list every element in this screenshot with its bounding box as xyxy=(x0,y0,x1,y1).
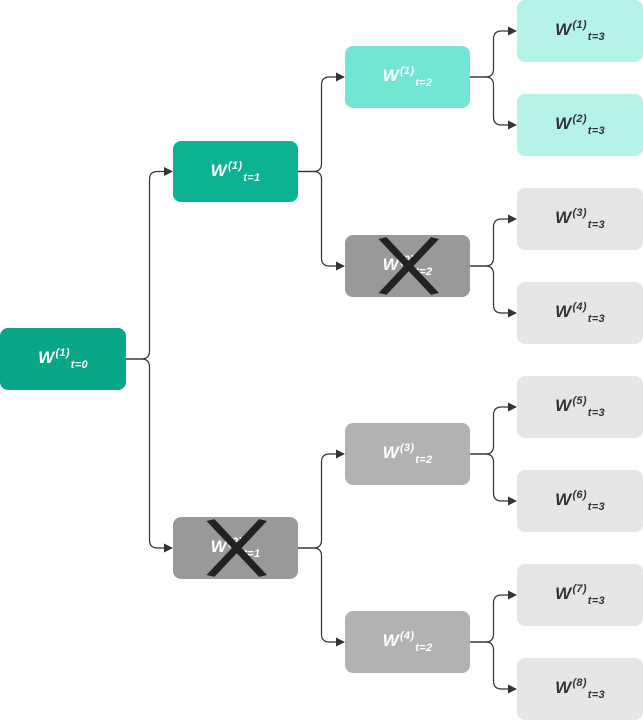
edge-t2_3-to-t3_5 xyxy=(470,402,517,455)
node-t3_6: W(6)t=3 xyxy=(517,470,643,532)
node-t3_3: W(3)t=3 xyxy=(517,188,643,250)
node-label: W(6)t=3 xyxy=(555,489,605,513)
node-label: W(2)t=1 xyxy=(211,536,261,560)
node-label-superscript: (8) xyxy=(572,677,587,689)
edge-t1_2-to-t2_4 xyxy=(298,547,345,647)
node-label: W(3)t=2 xyxy=(383,442,433,466)
node-t1_1: W(1)t=1 xyxy=(173,141,298,202)
node-label: W(5)t=3 xyxy=(555,395,605,419)
node-label-superscript: (3) xyxy=(572,207,587,219)
node-label: W(1)t=1 xyxy=(211,160,261,184)
node-label-superscript: (7) xyxy=(572,583,587,595)
node-label-superscript: (2) xyxy=(227,536,243,548)
node-t2_4: W(4)t=2 xyxy=(345,611,470,673)
node-label-superscript: (2) xyxy=(399,254,415,266)
node-label: W(7)t=3 xyxy=(555,583,605,607)
node-label-subscript: t=2 xyxy=(415,454,433,466)
node-label-subscript: t=1 xyxy=(243,171,261,184)
edge-t0_1-to-t1_2 xyxy=(126,358,173,553)
edge-t2_2-to-t3_4 xyxy=(470,265,517,318)
node-label: W(2)t=3 xyxy=(555,113,605,137)
node-label-subscript: t=2 xyxy=(415,77,433,89)
node-label: W(8)t=3 xyxy=(555,677,605,701)
node-label-subscript: t=2 xyxy=(415,266,433,278)
node-label-base: W xyxy=(382,66,399,85)
node-label-subscript: t=3 xyxy=(587,595,605,607)
edge-t2_3-to-t3_6 xyxy=(470,453,517,506)
node-label: W(3)t=3 xyxy=(555,207,605,231)
node-label-base: W xyxy=(382,443,399,462)
node-label-subscript: t=1 xyxy=(243,548,261,560)
node-label: W(1)t=2 xyxy=(383,65,433,89)
node-label-subscript: t=3 xyxy=(587,313,605,325)
node-t3_2: W(2)t=3 xyxy=(517,94,643,156)
node-label-subscript: t=3 xyxy=(587,31,605,43)
node-label-superscript: (1) xyxy=(399,65,415,77)
edge-t2_1-to-t3_1 xyxy=(470,26,517,78)
node-label: W(1)t=3 xyxy=(555,19,605,43)
node-label-base: W xyxy=(382,631,399,650)
node-label: W(1)t=0 xyxy=(38,347,88,371)
node-label-base: W xyxy=(555,114,572,133)
node-label-base: W xyxy=(555,584,572,603)
node-t1_2: W(2)t=1 xyxy=(173,517,298,579)
node-t2_2: W(2)t=2 xyxy=(345,235,470,297)
node-label-base: W xyxy=(210,160,227,180)
edge-t0_1-to-t1_1 xyxy=(126,167,173,360)
node-t3_5: W(5)t=3 xyxy=(517,376,643,438)
node-label-base: W xyxy=(555,490,572,509)
edge-t2_4-to-t3_8 xyxy=(470,641,517,694)
edge-t1_1-to-t2_2 xyxy=(298,170,345,271)
node-label-superscript: (1) xyxy=(227,159,243,172)
node-label-subscript: t=3 xyxy=(587,689,605,701)
node-label: W(4)t=2 xyxy=(383,630,433,654)
node-label-base: W xyxy=(382,255,399,274)
node-label-superscript: (3) xyxy=(399,442,415,454)
node-label-superscript: (4) xyxy=(572,301,587,313)
edge-t1_2-to-t2_3 xyxy=(298,449,345,549)
node-label-base: W xyxy=(555,302,572,321)
node-t3_7: W(7)t=3 xyxy=(517,564,643,626)
node-label-base: W xyxy=(555,20,572,39)
node-label-subscript: t=2 xyxy=(415,642,433,654)
node-t3_1: W(1)t=3 xyxy=(517,0,643,62)
node-label-subscript: t=3 xyxy=(587,501,605,513)
node-t0_1: W(1)t=0 xyxy=(0,328,126,390)
edge-t2_1-to-t3_2 xyxy=(470,76,517,130)
node-t2_3: W(3)t=2 xyxy=(345,423,470,485)
node-label-subscript: t=0 xyxy=(70,359,88,371)
node-label-superscript: (6) xyxy=(572,489,587,501)
node-label-subscript: t=3 xyxy=(587,125,605,137)
node-label-base: W xyxy=(210,537,227,556)
node-label-base: W xyxy=(555,396,572,415)
node-label-superscript: (1) xyxy=(572,19,587,31)
node-label: W(2)t=2 xyxy=(383,254,433,278)
node-label-superscript: (4) xyxy=(399,630,415,642)
node-label-superscript: (5) xyxy=(572,395,587,407)
node-t3_8: W(8)t=3 xyxy=(517,658,643,720)
node-label: W(4)t=3 xyxy=(555,301,605,325)
node-label-subscript: t=3 xyxy=(587,407,605,419)
node-label-superscript: (1) xyxy=(55,347,70,359)
edge-t1_1-to-t2_1 xyxy=(298,72,345,173)
edge-t2_4-to-t3_7 xyxy=(470,590,517,643)
node-label-superscript: (2) xyxy=(572,113,587,125)
node-t3_4: W(4)t=3 xyxy=(517,282,643,344)
node-label-subscript: t=3 xyxy=(587,219,605,231)
node-t2_1: W(1)t=2 xyxy=(345,46,470,108)
node-label-base: W xyxy=(555,678,572,697)
edge-t2_2-to-t3_3 xyxy=(470,214,517,267)
node-label-base: W xyxy=(38,348,55,367)
node-label-base: W xyxy=(555,208,572,227)
